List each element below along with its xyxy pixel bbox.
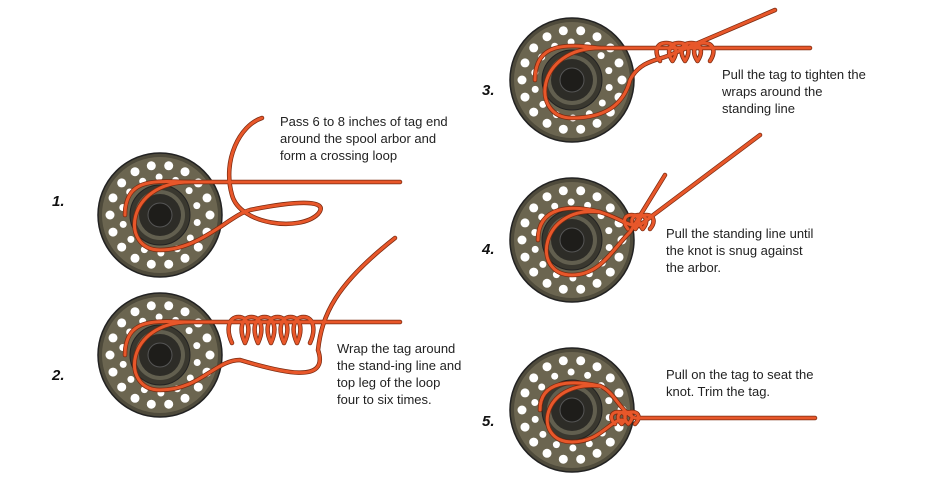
step-5-caption: Pull on the tag to seat the knot. Trim t… [666,367,814,399]
spool-5 [509,347,635,473]
step-4-number: 4. [482,241,495,258]
step-5-number: 5. [482,413,495,430]
step-2-number: 2. [52,367,65,384]
spool-1 [97,152,223,278]
fishing-line [609,410,641,426]
spool-4 [509,177,635,303]
fishing-line [623,213,655,231]
fishing-line [227,315,315,345]
fishing-line [543,8,777,120]
fishing-line [133,116,322,252]
fishing-line [655,41,715,63]
spool-2 [97,292,223,418]
step-4-caption: Pull the standing line until the knot is… [666,226,814,275]
spool-3 [509,17,635,143]
step-1-caption: Pass 6 to 8 inches of tag end around the… [280,114,448,163]
step-2-caption: Wrap the tag around the stand-ing line a… [337,341,462,407]
fishing-line [133,236,397,392]
step-3-caption: Pull the tag to tighten the wraps around… [722,67,866,116]
fishing-line [545,384,624,444]
step-3-number: 3. [482,82,495,99]
step-1-number: 1. [52,193,65,210]
fishing-line [544,173,667,277]
